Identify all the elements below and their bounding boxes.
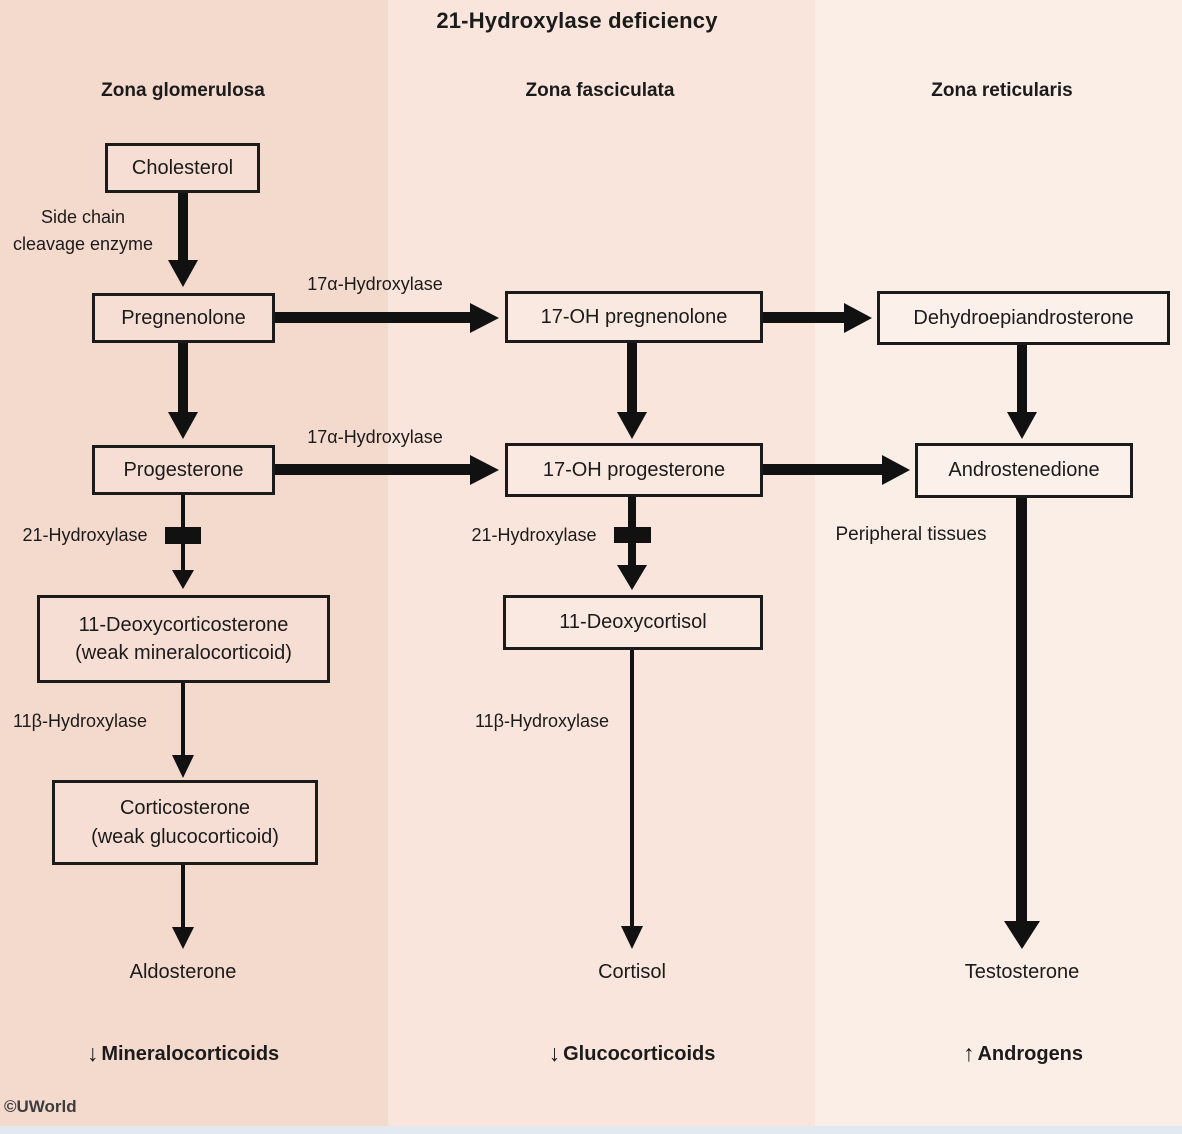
11b-hydroxylase-label-glomerulosa: 11β-Hydroxylase bbox=[12, 711, 148, 731]
zona-fasciculata-background bbox=[388, 0, 815, 1134]
glucocorticoids-summary-text: Glucocorticoids bbox=[563, 1043, 716, 1065]
down-arrow-icon: ↓ bbox=[86, 1040, 99, 1066]
mineralocorticoids-summary: ↓ Mineralocorticoids bbox=[86, 1040, 280, 1068]
deoxycortisol-box: 11-Deoxycortisol bbox=[503, 595, 763, 650]
zona-reticularis-header: Zona reticularis bbox=[931, 80, 1073, 101]
uworld-watermark: ©UWorld bbox=[4, 1097, 77, 1116]
zona-reticularis-background bbox=[815, 0, 1182, 1134]
pregnenolone-box: Pregnenolone bbox=[92, 293, 275, 343]
testosterone-label: Testosterone bbox=[964, 961, 1080, 983]
progesterone-box: Progesterone bbox=[92, 445, 275, 495]
aldosterone-label: Aldosterone bbox=[129, 961, 237, 983]
17a-hydroxylase-label-top: 17α-Hydroxylase bbox=[307, 274, 443, 294]
androstenedione-box: Androstenedione bbox=[915, 443, 1133, 498]
dehydroepiandrosterone-box: Dehydroepiandrosterone bbox=[877, 291, 1170, 345]
mineralocorticoids-summary-text: Mineralocorticoids bbox=[101, 1043, 280, 1065]
21-hydroxylase-label-fasciculata: 21-Hydroxylase bbox=[471, 525, 597, 545]
21-hydroxylase-label-glomerulosa: 21-Hydroxylase bbox=[22, 525, 148, 545]
cortisol-label: Cortisol bbox=[598, 961, 666, 983]
cholesterol-box: Cholesterol bbox=[105, 143, 260, 193]
peripheral-tissues-label: Peripheral tissues bbox=[835, 524, 987, 545]
zona-fasciculata-header: Zona fasciculata bbox=[525, 80, 675, 101]
zona-glomerulosa-header: Zona glomerulosa bbox=[101, 80, 265, 101]
17oh-pregnenolone-box: 17-OH pregnenolone bbox=[505, 291, 763, 343]
11b-hydroxylase-label-fasciculata: 11β-Hydroxylase bbox=[474, 711, 610, 731]
up-arrow-icon: ↑ bbox=[962, 1040, 975, 1066]
bottom-strip bbox=[0, 1126, 1182, 1134]
17a-hydroxylase-label-bottom: 17α-Hydroxylase bbox=[307, 427, 443, 447]
17oh-progesterone-box: 17-OH progesterone bbox=[505, 443, 763, 497]
androgens-summary: ↑ Androgens bbox=[962, 1040, 1084, 1068]
down-arrow-icon: ↓ bbox=[548, 1040, 561, 1066]
androgens-summary-text: Androgens bbox=[977, 1043, 1084, 1065]
corticosterone-box: Corticosterone (weak glucocorticoid) bbox=[52, 780, 318, 865]
diagram-title: 21-Hydroxylase deficiency bbox=[436, 8, 718, 33]
side-chain-cleavage-enzyme-label: Side chain cleavage enzyme bbox=[12, 207, 154, 254]
glucocorticoids-summary: ↓ Glucocorticoids bbox=[548, 1040, 716, 1068]
deoxycorticosterone-box: 11-Deoxycorticosterone (weak mineralocor… bbox=[37, 595, 330, 683]
